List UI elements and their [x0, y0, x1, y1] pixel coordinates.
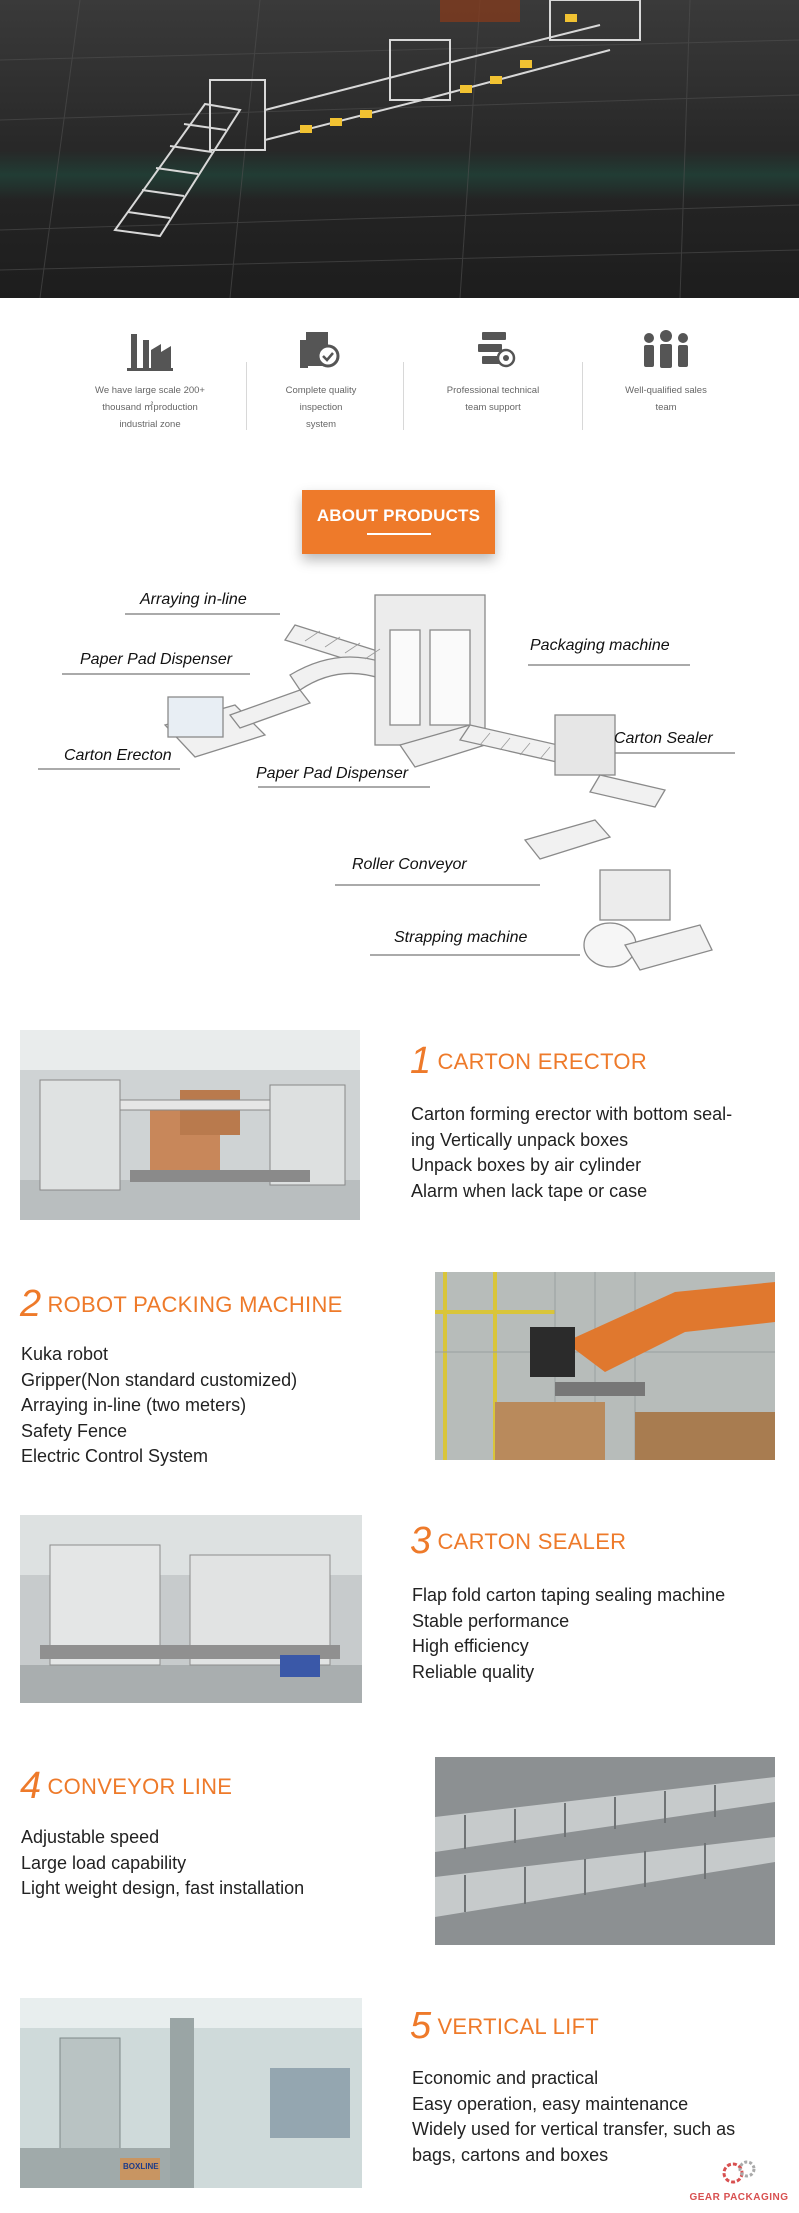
about-products-label: ABOUT PRODUCTS: [316, 506, 481, 525]
hero-green-band: [0, 150, 799, 200]
section-line: bags, cartons and boxes: [412, 2144, 609, 2165]
section-title-text: VERTICAL LIFT: [437, 2014, 600, 2039]
feature-factory: We have large scale 200+ thousand ㎡produc…: [70, 328, 230, 433]
label-paper-pad-dispenser: Paper Pad Dispenser: [80, 651, 233, 668]
feature-text-line: industrial zone: [119, 419, 181, 430]
section-line: ing Vertically unpack boxes: [411, 1129, 629, 1150]
section-line: Alarm when lack tape or case: [411, 1180, 648, 1201]
hero-production-line-illustration: [0, 0, 799, 298]
section-line: Easy operation, easy maintenance: [412, 2093, 689, 2114]
line-drawing: [38, 594, 735, 971]
gear-packaging-watermark: GEAR PACKAGING: [689, 2157, 789, 2205]
section-line: Electric Control System: [21, 1446, 209, 1466]
section-number: 1: [410, 1040, 432, 1082]
section-title-text: ROBOT PACKING MACHINE: [47, 1292, 343, 1317]
label-arraying-in-line: Arraying in-line: [140, 591, 247, 608]
boxline-photo-label: BOXLINE: [123, 2162, 159, 2171]
quality-inspection-icon: [300, 332, 340, 368]
feature-text-line: system: [305, 419, 337, 430]
feature-text-line: inspection: [299, 402, 343, 413]
feature-divider: [582, 362, 583, 430]
section-line: Arraying in-line (two meters): [21, 1395, 247, 1415]
section-line: Economic and practical: [412, 2068, 599, 2088]
section-title-text: CARTON SEALER: [437, 1529, 627, 1554]
section-line: High efficiency: [412, 1636, 529, 1656]
section-text-vertical-lift: Economic and practical Easy operation, e…: [412, 2066, 735, 2168]
section-number: 3: [410, 1520, 432, 1562]
section-line: Gripper(Non standard customized): [21, 1369, 298, 1390]
watermark-text: GEAR PACKAGING: [689, 2192, 789, 2203]
feature-text-line: We have large scale 200+: [95, 385, 205, 396]
section-number: 2: [20, 1283, 42, 1325]
label-carton-erector: Carton Erecton: [64, 747, 172, 764]
feature-text-line: Complete quality: [285, 385, 357, 396]
feature-technical: Professional technical team support: [413, 328, 573, 416]
hero-banner: [0, 0, 799, 298]
gear-icon: [722, 2160, 756, 2184]
section-line: Unpack boxes by air cylinder: [411, 1155, 642, 1175]
section-line: Stable performance: [412, 1610, 570, 1631]
section-line: Widely used for vertical transfer, such …: [412, 2119, 736, 2139]
feature-text-line: team: [655, 402, 677, 413]
feature-text-line: Well-qualified sales: [625, 385, 707, 396]
section-number: 5: [410, 2005, 432, 2047]
factory-icon: [127, 334, 173, 371]
feature-sales: Well-qualified sales team: [586, 328, 746, 416]
production-line-diagram: Arraying in-line Paper Pad Dispenser Car…: [0, 575, 799, 995]
carton-sealer-photo: [20, 1515, 362, 1703]
section-line: Kuka robot: [21, 1344, 109, 1364]
section-text-robot-packing: Kuka robot Gripper(Non standard customiz…: [21, 1342, 297, 1470]
section-line: Adjustable speed: [21, 1827, 160, 1847]
robot-packing-photo: [435, 1272, 775, 1460]
feature-text-line: thousand ㎡production: [102, 402, 198, 413]
vertical-lift-photo: BOXLINE: [20, 1998, 362, 2188]
section-title-text: CARTON ERECTOR: [437, 1049, 648, 1074]
section-number: 4: [20, 1765, 42, 1807]
section-title-text: CONVEYOR LINE: [47, 1774, 233, 1799]
section-line: Safety Fence: [21, 1420, 128, 1441]
label-paper-pad-dispenser-2: Paper Pad Dispenser: [256, 765, 409, 782]
section-line: Flap fold carton taping sealing machine: [412, 1585, 726, 1605]
label-strapping-machine: Strapping machine: [394, 929, 528, 946]
section-line: Reliable quality: [412, 1661, 535, 1682]
section-line: Carton forming erector with bottom seal-: [411, 1104, 733, 1124]
about-products-underline: [366, 533, 431, 535]
label-carton-sealer: Carton Sealer: [614, 730, 713, 747]
section-line: Large load capability: [21, 1852, 187, 1873]
section-text-carton-sealer: Flap fold carton taping sealing machine …: [412, 1583, 725, 1685]
label-packaging-machine: Packaging machine: [530, 637, 670, 654]
about-products-button[interactable]: ABOUT PRODUCTS: [302, 490, 495, 554]
conveyor-line-photo: [435, 1757, 775, 1945]
sales-team-icon: [644, 330, 688, 368]
technical-support-icon: [478, 332, 516, 368]
feature-divider: [403, 362, 404, 430]
label-roller-conveyor: Roller Conveyor: [352, 856, 467, 873]
section-line: Light weight design, fast installation: [21, 1878, 305, 1898]
carton-erector-photo: [20, 1030, 360, 1220]
section-text-conveyor-line: Adjustable speed Large load capability L…: [21, 1825, 304, 1902]
feature-text-line: team support: [465, 402, 521, 413]
feature-quality: Complete quality inspection system: [241, 328, 401, 433]
feature-divider: [246, 362, 247, 430]
feature-text-line: Professional technical: [446, 385, 540, 396]
section-text-carton-erector: Carton forming erector with bottom seal-…: [411, 1102, 732, 1204]
